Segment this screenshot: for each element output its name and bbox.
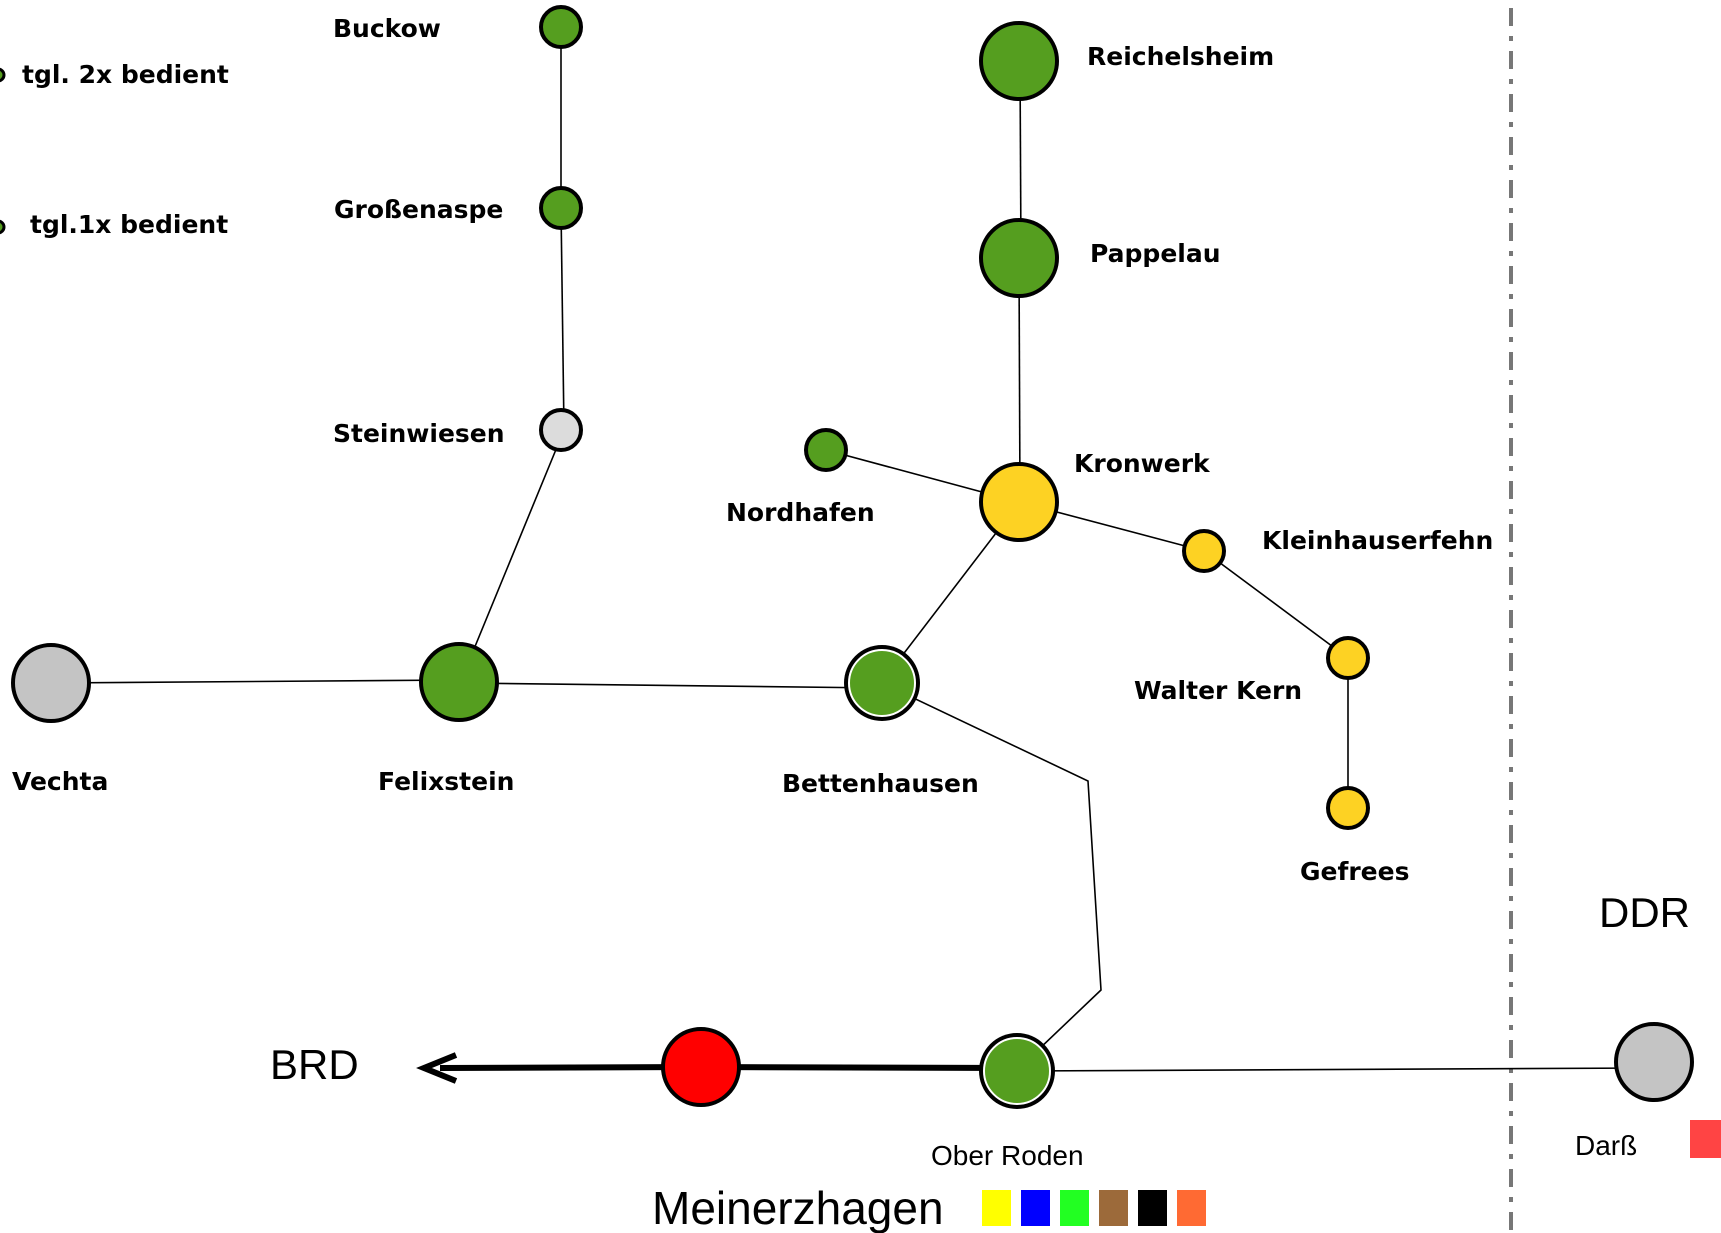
node-gefrees xyxy=(1326,786,1370,830)
label-ober-roden: Ober Roden xyxy=(931,1140,1084,1171)
node-pappelau xyxy=(979,218,1059,298)
legend-dot-twice xyxy=(0,67,6,83)
node-vechta xyxy=(11,643,91,723)
color-swatch xyxy=(1099,1190,1128,1226)
label-grossenaspe: Großenaspe xyxy=(334,195,503,224)
color-swatch xyxy=(1138,1190,1167,1226)
legend-dot-once xyxy=(0,219,6,235)
label-buckow: Buckow xyxy=(333,14,441,43)
edge-oberroden-darss xyxy=(1015,1067,1655,1072)
color-swatch xyxy=(1177,1190,1206,1226)
label-felixstein: Felixstein xyxy=(378,767,514,796)
label-bettenhausen: Bettenhausen xyxy=(782,769,979,798)
label-kronwerk: Kronwerk xyxy=(1074,449,1211,478)
color-swatch xyxy=(1021,1190,1050,1226)
node-darss xyxy=(1614,1022,1694,1102)
edge-red-oberroden xyxy=(700,1064,1017,1071)
edge-vechta-felixstein xyxy=(50,679,461,684)
label-kleinhauserfehn: Kleinhauserfehn xyxy=(1262,526,1493,555)
edge-pappelau-kronwerk xyxy=(1018,258,1021,503)
legend-label-once: tgl.1x bedient xyxy=(30,210,228,239)
node-grossenaspe xyxy=(539,186,583,230)
node-nordhafen xyxy=(804,428,848,472)
node-ober-roden xyxy=(979,1033,1055,1109)
region-label-brd: BRD xyxy=(270,1041,359,1088)
label-reichelsheim: Reichelsheim xyxy=(1087,42,1274,71)
node-steinwiesen xyxy=(539,408,583,452)
edge-bettenhausen-oberroden xyxy=(881,682,1102,1072)
legend-label-twice: tgl. 2x bedient xyxy=(22,60,229,89)
label-meinerzhagen: Meinerzhagen xyxy=(652,1182,944,1233)
label-gefrees: Gefrees xyxy=(1300,857,1409,886)
label-nordhafen: Nordhafen xyxy=(726,498,875,527)
edge-grossenaspe-steinwiesen xyxy=(560,207,565,431)
label-steinwiesen: Steinwiesen xyxy=(333,419,505,448)
label-pappelau: Pappelau xyxy=(1090,239,1221,268)
edge-felixstein-bettenhausen xyxy=(459,682,883,689)
label-walterkern: Walter Kern xyxy=(1134,676,1302,705)
label-vechta: Vechta xyxy=(12,767,108,796)
node-kleinhauserfehn xyxy=(1182,529,1226,573)
color-swatch xyxy=(982,1190,1011,1226)
label-darss: Darß xyxy=(1575,1130,1637,1161)
node-red xyxy=(661,1027,741,1107)
color-swatch xyxy=(1060,1190,1089,1226)
node-felixstein xyxy=(419,642,499,722)
node-walterkern xyxy=(1326,636,1370,680)
edge-brd-red xyxy=(439,1064,702,1071)
node-buckow xyxy=(539,5,583,49)
edge-kleinhauserfehn-walterkern xyxy=(1203,550,1349,659)
arrowhead-brd xyxy=(416,1052,458,1084)
node-kronwerk xyxy=(979,462,1059,542)
node-bettenhausen xyxy=(844,645,920,721)
color-swatches xyxy=(982,1190,1206,1226)
edge-steinwiesen-felixstein xyxy=(459,429,565,684)
darss-swatch xyxy=(1690,1120,1721,1158)
region-label-ddr: DDR xyxy=(1599,889,1690,936)
node-reichelsheim xyxy=(979,21,1059,101)
